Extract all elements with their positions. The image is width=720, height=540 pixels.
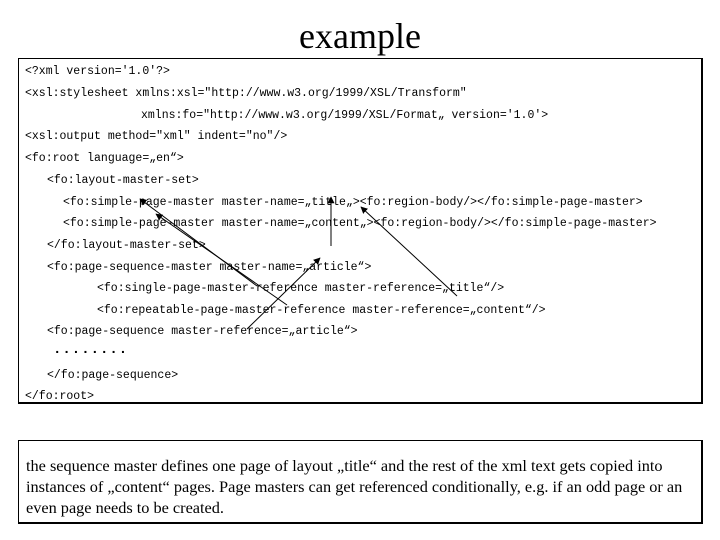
arrow-article-ref [246,257,321,330]
code-line-xml-decl: <?xml version='1.0'?> [25,65,170,78]
code-line-layout-master-set: <fo:layout-master-set> [47,174,199,187]
slide-title: example [299,16,421,56]
code-line-output: <xsl:output method="xml" indent="no"/> [25,130,288,143]
code-listing: <?xml version='1.0'?> <xsl:stylesheet xm… [18,58,703,404]
code-line-layout-master-set-close: </fo:layout-master-set> [47,239,206,252]
code-line-single-page-ref: <fo:single-page-master-reference master-… [97,282,505,295]
code-line-fo-namespace: xmlns:fo="http://www.w3.org/1999/XSL/For… [141,109,549,122]
code-line-page-sequence: <fo:page-sequence master-reference=„arti… [47,325,358,338]
code-line-fo-root-close: </fo:root> [25,390,95,403]
arrow-content-def [360,206,458,297]
code-line-ellipsis: ........ [53,342,129,358]
code-line-master-title: <fo:simple-page-master master-name=„titl… [63,196,643,209]
arrow-content-ref [155,213,288,306]
code-line-page-sequence-master: <fo:page-sequence-master master-name=„ar… [47,261,372,274]
code-line-page-sequence-close: </fo:page-sequence> [47,369,179,382]
code-line-repeatable-page-ref: <fo:repeatable-page-master-reference mas… [97,304,546,317]
code-line-stylesheet: <xsl:stylesheet xmlns:xsl="http://www.w3… [25,87,467,100]
explanation-note: the sequence master defines one page of … [18,440,703,524]
arrow-title-ref [139,198,258,287]
code-line-fo-root: <fo:root language=„en“> [25,152,184,165]
